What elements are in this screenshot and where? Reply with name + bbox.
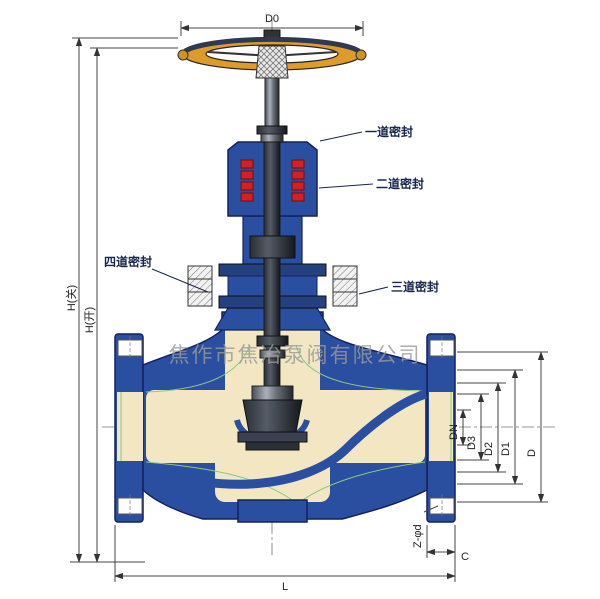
dim-d0-label: D0: [265, 13, 279, 25]
dim-d1-label: D1: [500, 442, 512, 456]
dim-d-label: D: [526, 449, 538, 457]
leader-seal-1: [319, 131, 363, 142]
stem-upper: [264, 77, 280, 127]
leader-seal-3: [358, 286, 389, 295]
plug-body: [242, 399, 303, 433]
bottom-boss: [237, 499, 308, 523]
watermark-text: 焦作市焦冶泵阀有限公司: [169, 344, 422, 367]
handwheel-knob-left: [177, 49, 189, 61]
gland-bolt-right: [332, 265, 358, 307]
handwheel-hub: [255, 45, 289, 79]
dim-l-label: L: [282, 581, 288, 593]
dim-d2-label: D2: [483, 442, 495, 456]
plug-nut: [251, 385, 294, 401]
stem-coupling: [249, 235, 296, 259]
label-seal-4: 四道密封: [104, 254, 152, 269]
dim-h-closed-label: H(关): [64, 285, 78, 311]
dim-h-lines: [70, 37, 178, 563]
dim-diameter-lines: [457, 351, 548, 503]
label-seal-1: 一道密封: [365, 124, 413, 139]
handwheel-knob-right: [355, 49, 367, 61]
leader-seal-4: [151, 268, 209, 293]
seal-callouts: [151, 131, 389, 295]
stem-assembly: [237, 77, 308, 451]
handwheel: [177, 29, 367, 79]
plug-disc: [237, 431, 308, 443]
dim-z-phi-d-label: Z-φd: [412, 524, 424, 548]
dim-dn-label: DN: [448, 424, 460, 440]
label-seal-2: 二道密封: [376, 176, 424, 191]
stem-collar-2: [260, 133, 284, 143]
stem-ring-1: [256, 335, 289, 347]
dim-c-label: C: [461, 551, 469, 563]
stem-ring-2: [259, 349, 286, 359]
dim-h-open-label: H(开): [84, 307, 96, 333]
plug-disc-lower: [245, 441, 300, 451]
right-flange-bore: [429, 392, 453, 461]
gland-bolt-left: [187, 265, 213, 307]
flow-lines: [120, 344, 452, 503]
yoke-gland: [187, 215, 358, 331]
flange-bolt-holes: [117, 336, 455, 518]
dimensions: [70, 21, 548, 582]
dim-d3-label: D3: [466, 436, 478, 450]
packing-rings-left: [240, 159, 254, 202]
leader-seal-2: [318, 183, 374, 189]
handwheel-rim-top: [182, 36, 362, 55]
dim-d0-lines: [180, 21, 364, 36]
dim-bottom-lines: [114, 505, 456, 582]
packing-rings-right: [291, 159, 305, 202]
stem-collar-1: [256, 125, 288, 135]
label-seal-3: 三道密封: [391, 279, 439, 294]
